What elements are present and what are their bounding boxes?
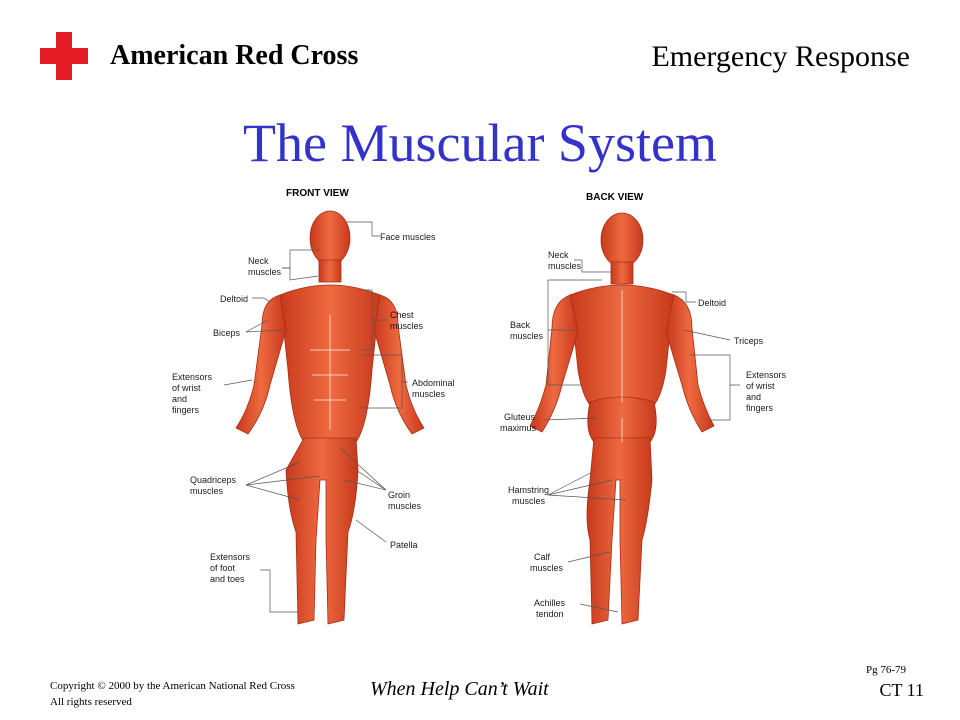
label-neck-muscles-front: Neck muscles: [248, 256, 282, 277]
muscular-system-diagram: FRONT VIEW BACK VIEW Face muscles Neck m…: [172, 188, 789, 625]
label-extensors-wrist-front: Extensors of wrist and fingers: [172, 372, 215, 415]
back-view-heading: BACK VIEW: [586, 192, 644, 203]
label-deltoid-back: Deltoid: [698, 298, 726, 308]
copyright-line-2: All rights reserved: [50, 696, 132, 708]
label-deltoid-front: Deltoid: [220, 294, 248, 304]
tagline: When Help Can’t Wait: [370, 678, 549, 700]
label-groin-muscles: Groin muscles: [388, 490, 422, 511]
label-quadriceps-muscles: Quadriceps muscles: [190, 475, 239, 496]
red-cross-logo: [40, 32, 88, 80]
page-reference: Pg 76-79: [865, 664, 906, 676]
label-biceps: Biceps: [213, 328, 241, 338]
label-abdominal-muscles: Abdominal muscles: [412, 378, 457, 399]
label-back-muscles: Back muscles: [510, 320, 544, 341]
slide-title: The Muscular System: [243, 113, 717, 173]
label-hamstring-muscles: Hamstring muscles: [508, 485, 552, 506]
copyright-line-1: Copyright © 2000 by the American Nationa…: [50, 680, 295, 692]
front-view-heading: FRONT VIEW: [286, 188, 349, 199]
label-calf-muscles: Calf muscles: [530, 552, 564, 573]
organization-name: American Red Cross: [110, 40, 359, 71]
label-face-muscles: Face muscles: [380, 232, 436, 242]
label-triceps: Triceps: [734, 336, 764, 346]
label-extensors-foot: Extensors of foot and toes: [210, 552, 253, 584]
slide-code: CT 11: [879, 680, 924, 700]
label-patella: Patella: [390, 540, 418, 550]
copyright-notice: Copyright © 2000 by the American Nationa…: [50, 678, 295, 710]
label-gluteus-maximus: Gluteus maximus: [500, 412, 538, 433]
label-extensors-wrist-back: Extensors of wrist and fingers: [746, 370, 789, 413]
label-chest-muscles: Chest muscles: [390, 310, 424, 331]
label-neck-muscles-back: Neck muscles: [548, 250, 582, 271]
label-achilles-tendon: Achilles tendon: [534, 598, 568, 619]
course-name: Emergency Response: [651, 40, 910, 73]
